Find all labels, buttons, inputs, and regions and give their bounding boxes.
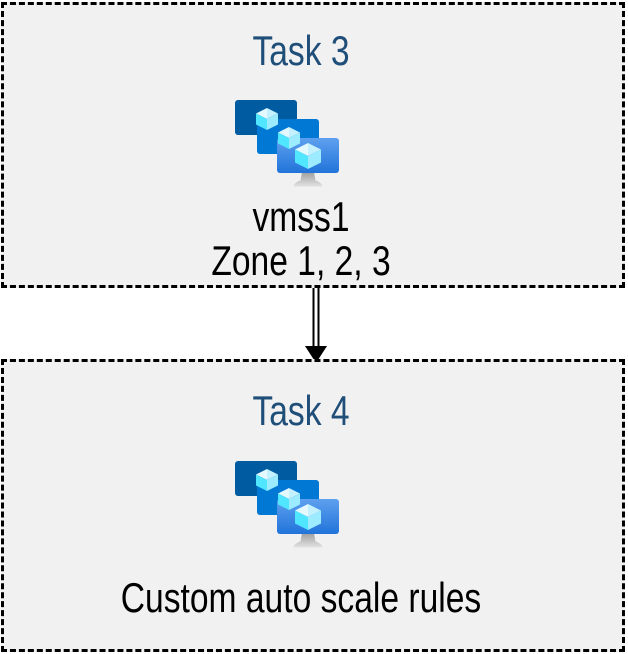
task4-label: Custom auto scale rules [54,576,548,620]
arrow-head [305,346,327,363]
vmss-name-text: vmss1 [252,193,350,240]
down-arrow-connector [305,288,327,363]
task3-label: vmss1 Zone 1, 2, 3 [54,195,548,283]
task4-title: Task 4 [252,387,350,434]
autoscale-text: Custom auto scale rules [120,574,482,621]
task3-box: Task 3 vmss1 Zone 1, 2, 3 [1,2,625,288]
task3-title: Task 3 [252,27,350,74]
zones-text: Zone 1, 2, 3 [211,237,391,284]
vm-scale-sets-icon [235,461,339,555]
task4-box: Task 4 Custom auto scale rules [1,359,625,652]
vm-scale-sets-icon [235,100,339,194]
